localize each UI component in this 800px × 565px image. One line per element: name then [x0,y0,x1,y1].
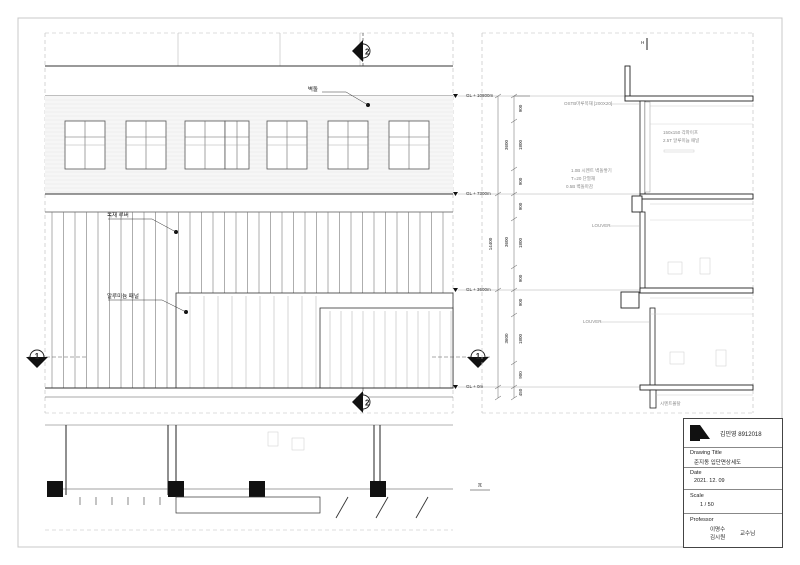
dim-outer-label: 3600 [504,236,509,247]
date-label: Date [690,470,702,476]
dim-inner-label: 900 [518,104,523,112]
scale-label: Scale [690,493,704,499]
sheet-border [17,17,783,548]
svg-text:T=20 단열재: T=20 단열재 [571,175,595,182]
level-7300: GL + 7300m [453,191,640,196]
window-row [64,120,430,170]
professor-1: 이명수 [710,527,726,533]
level-0: GL + 0m [453,384,640,389]
louver-note-lower: LOUVER [583,319,602,324]
title-block: 김민영 8912018 Drawing Title 준지동 입단면상세도 Dat… [683,418,783,548]
dim-inner-label: 1800 [518,139,523,150]
section-marker-left: 1 [26,349,88,368]
svg-text:시멘트몰탈: 시멘트몰탈 [660,400,681,407]
professor-suffix: 교수님 [740,531,756,537]
elevation-drawing: 벽돌 목재 루버 알루미늄 패널 2 2 1 [26,32,490,413]
svg-text:2: 2 [365,399,370,408]
svg-text:0.5B 벽돌마감: 0.5B 벽돌마감 [566,183,593,190]
louver-note-upper: LOUVER [592,223,611,228]
svg-text:1.0B 시멘트 벽돌쌓기: 1.0B 시멘트 벽돌쌓기 [571,167,612,174]
dim-inner-label: 900 [518,274,523,282]
dim-inner-label: 900 [518,298,523,306]
svg-text:2.5T 알루미늄 패널: 2.5T 알루미늄 패널 [663,137,699,144]
aluminum-panel-label: 알루미늄 패널 [107,292,139,300]
svg-text:2: 2 [365,48,370,57]
dim-inner-label: 900 [518,202,523,210]
logo-mark [690,425,710,441]
professor-label: Professor [690,517,714,523]
date-value: 2021. 12. 09 [694,478,725,484]
drawing-title: 준지동 입단면상세도 [694,460,742,466]
level-markers: GL + 10800m GL + 7300m GL + 3600m GL + 0… [453,93,640,389]
professor-2: 김시원 [710,535,726,541]
scale-value: 1 / 50 [700,502,714,508]
svg-text:GL + 0m: GL + 0m [466,384,483,389]
dim-outer-label: 3600 [504,333,509,344]
level-3600: GL + 3600m [453,287,640,292]
wood-louver-label: 목재 루버 [107,211,129,219]
svg-text:OSTB마루목재 [200X20]: OSTB마루목재 [200X20] [564,100,612,107]
dim-inner-label: 900 [518,371,523,379]
dim-inner-label: 450 [518,388,523,396]
svg-text:GL + 3600m: GL + 3600m [466,287,491,292]
section-marker-top: 2 [352,33,371,66]
svg-text:1: 1 [35,352,40,361]
svg-text:GL + 7300m: GL + 7300m [466,191,491,196]
dim-inner-label: 1800 [518,333,523,344]
svg-text:GL + 10800m: GL + 10800m [466,93,493,98]
drawing-title-label: Drawing Title [690,450,722,456]
dim-inner-label: 1800 [518,237,523,248]
svg-text:150x150 각파이프: 150x150 각파이프 [663,129,698,136]
section-marker-right: 1 [432,349,490,368]
plan-north-marker: π [478,483,482,489]
dim-total: 14400 [488,237,493,250]
level-10800: GL + 10800m [453,93,625,98]
dim-inner-label: 900 [518,177,523,185]
student-id: 김민영 8912018 [720,432,762,438]
plan-drawing: π [45,412,490,531]
dim-outer-label: 3600 [504,139,509,150]
section-detail: 14400 3600 3600 3600 900 1800 900 900 1800 900 9… [481,32,754,414]
svg-text:1: 1 [476,352,481,361]
brick-label: 벽돌 [308,85,318,93]
section-top-marker: H [641,40,644,45]
aluminum-panel-lower [319,307,454,389]
section-marker-bottom: 2 [352,388,371,413]
